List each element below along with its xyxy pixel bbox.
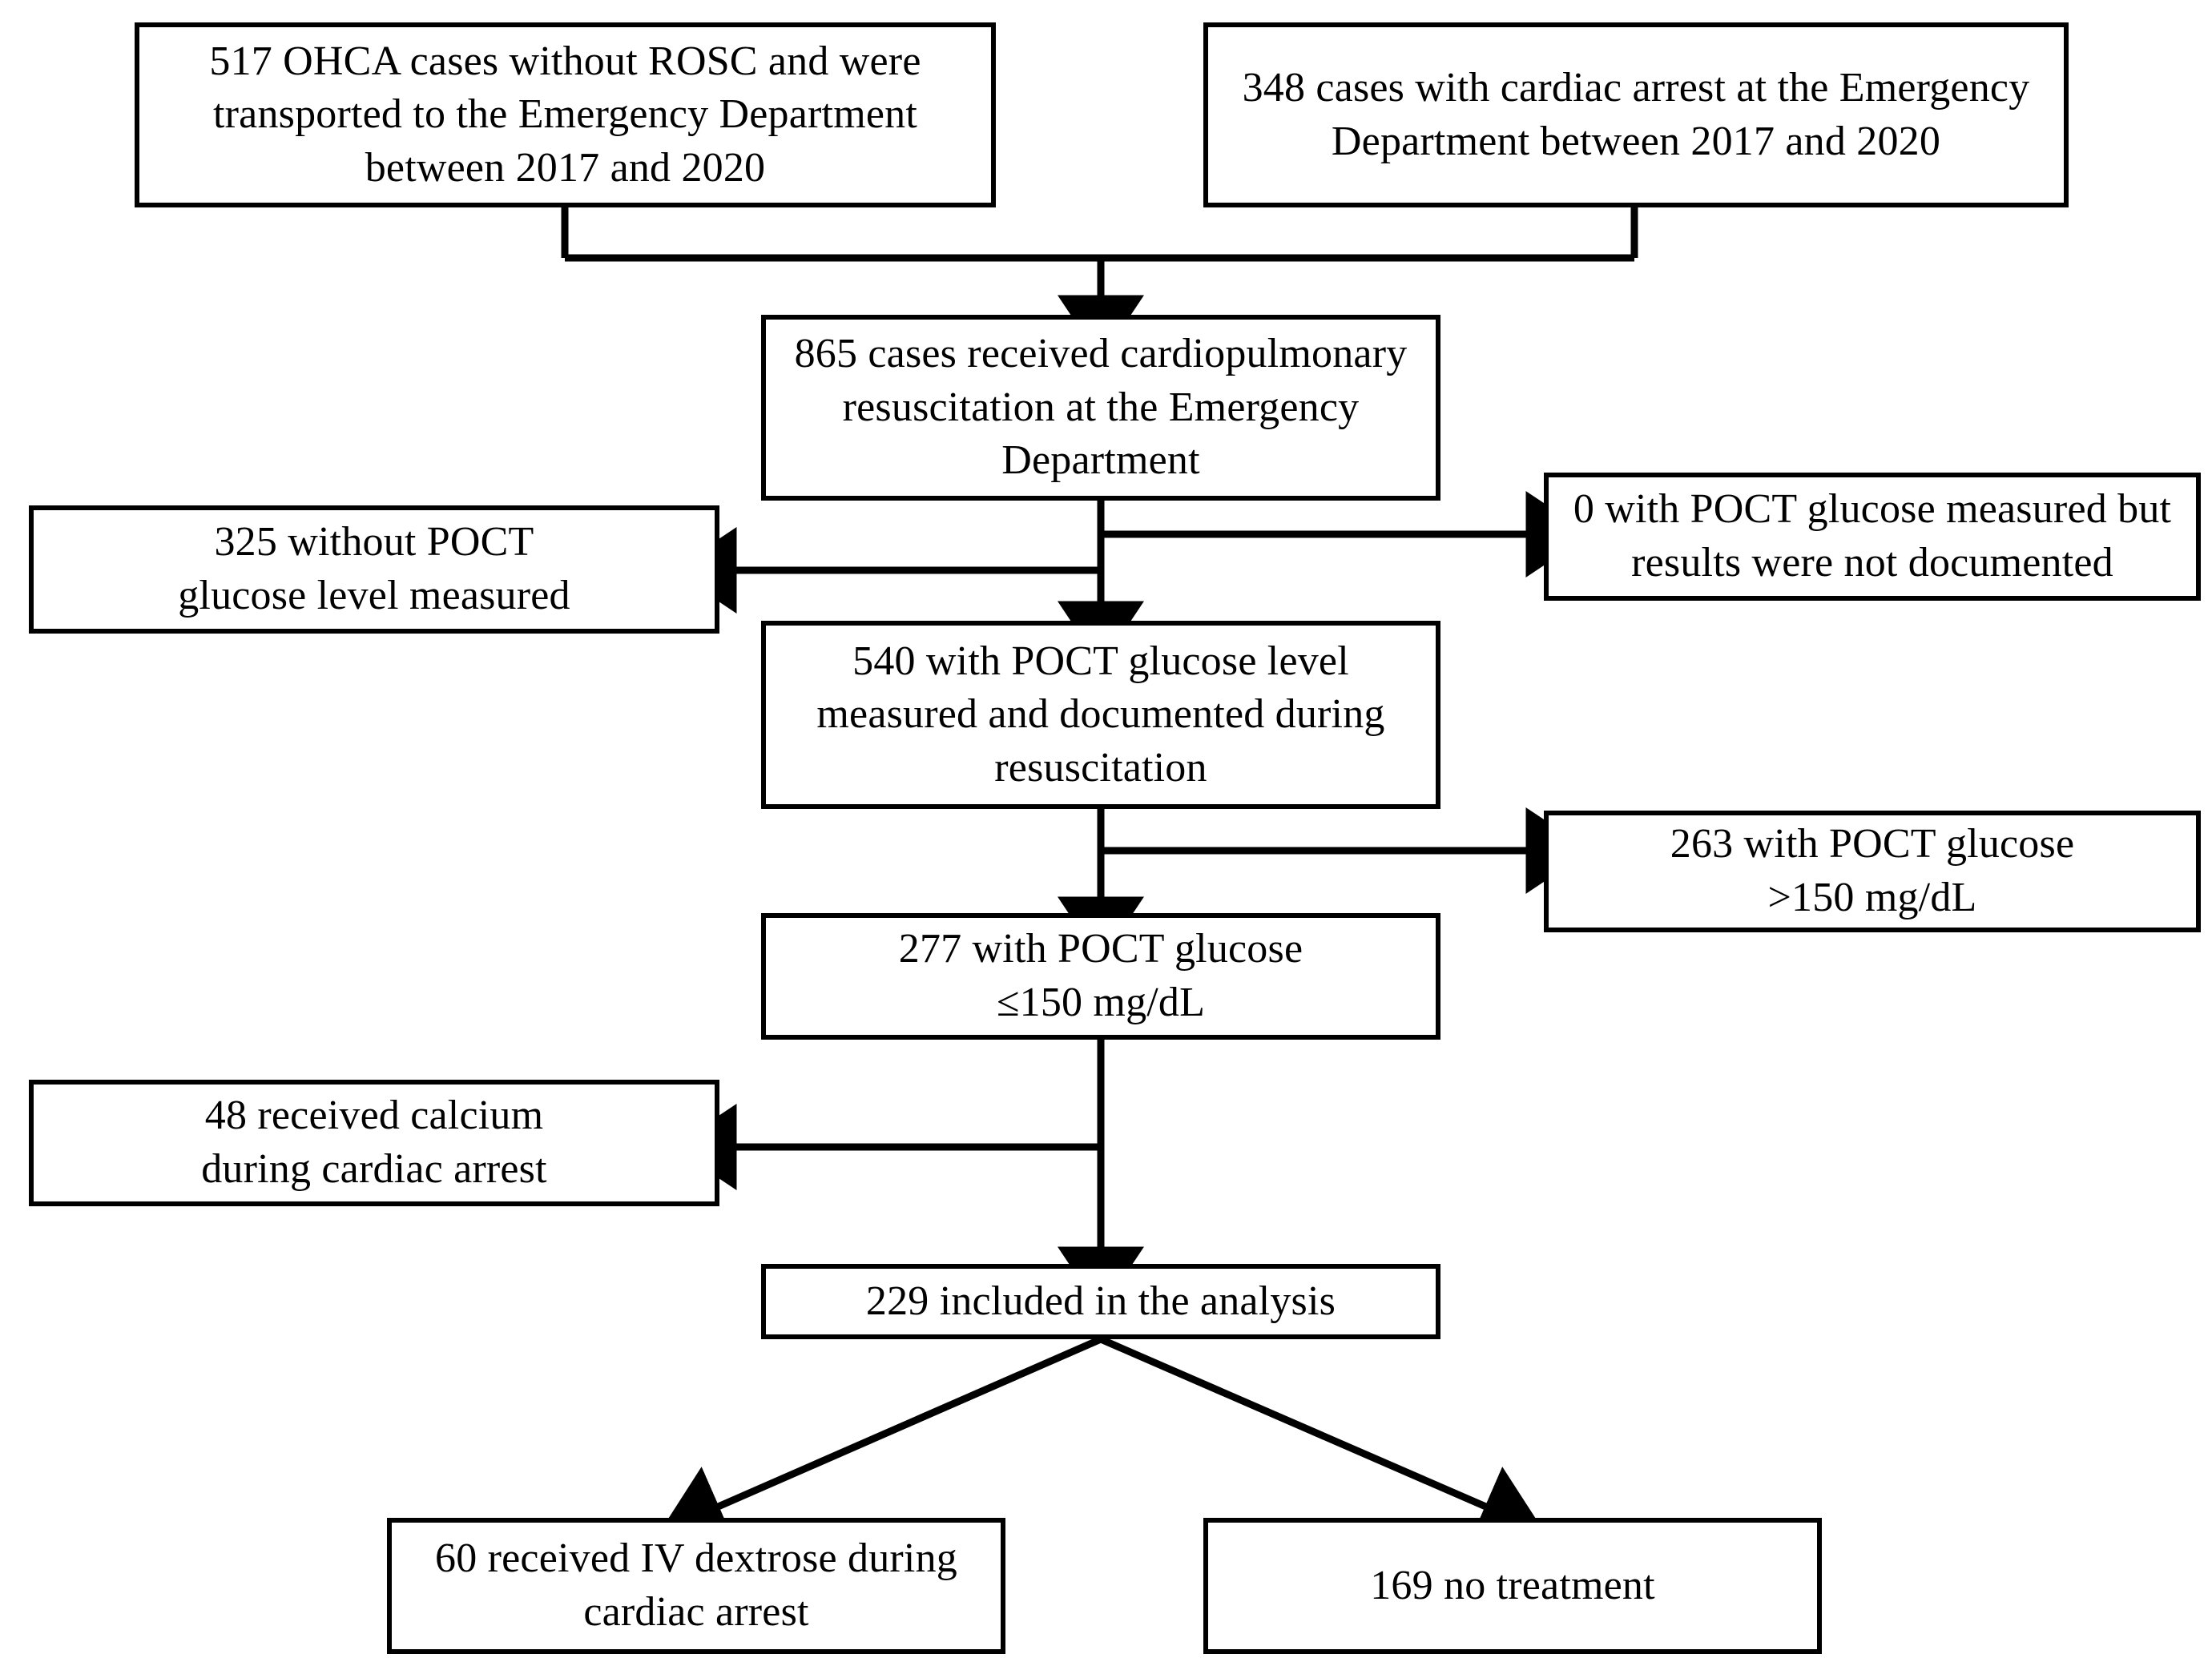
- connector-included-to-notreatment: [1099, 1335, 1545, 1547]
- node-calcium: 48 received calcium during cardiac arres…: [29, 1080, 719, 1206]
- connector-included-to-dextrose: [659, 1335, 1102, 1547]
- node-ohca-transported: 517 OHCA cases without ROSC and were tra…: [135, 22, 996, 207]
- node-included: 229 included in the analysis: [761, 1264, 1440, 1339]
- node-dextrose: 60 received IV dextrose during cardiac a…: [387, 1518, 1005, 1654]
- node-glucose-high-label: 263 with POCT glucose >150 mg/dL: [1670, 821, 2075, 920]
- node-glucose-low-label: 277 with POCT glucose ≤150 mg/dL: [898, 926, 1303, 1025]
- node-ed-arrest: 348 cases with cardiac arrest at the Eme…: [1203, 22, 2069, 207]
- node-ed-arrest-label: 348 cases with cardiac arrest at the Eme…: [1242, 64, 2030, 164]
- node-poct-undocumented: 0 with POCT glucose measured but results…: [1544, 473, 2201, 601]
- node-cpr-received-label: 865 cases received cardiopulmonary resus…: [794, 331, 1408, 484]
- node-poct-undocumented-label: 0 with POCT glucose measured but results…: [1573, 486, 2172, 586]
- node-calcium-label: 48 received calcium during cardiac arres…: [201, 1093, 547, 1192]
- node-no-treatment: 169 no treatment: [1203, 1518, 1822, 1654]
- node-poct-documented-label: 540 with POCT glucose level measured and…: [816, 638, 1385, 791]
- node-glucose-low: 277 with POCT glucose ≤150 mg/dL: [761, 913, 1440, 1040]
- node-no-poct: 325 without POCT glucose level measured: [29, 505, 719, 634]
- node-included-label: 229 included in the analysis: [865, 1278, 1336, 1324]
- node-poct-documented: 540 with POCT glucose level measured and…: [761, 621, 1440, 809]
- node-no-treatment-label: 169 no treatment: [1370, 1562, 1655, 1608]
- node-ohca-transported-label: 517 OHCA cases without ROSC and were tra…: [209, 38, 921, 191]
- node-glucose-high: 263 with POCT glucose >150 mg/dL: [1544, 811, 2201, 932]
- node-dextrose-label: 60 received IV dextrose during cardiac a…: [435, 1535, 957, 1635]
- node-cpr-received: 865 cases received cardiopulmonary resus…: [761, 315, 1440, 501]
- node-no-poct-label: 325 without POCT glucose level measured: [178, 519, 570, 618]
